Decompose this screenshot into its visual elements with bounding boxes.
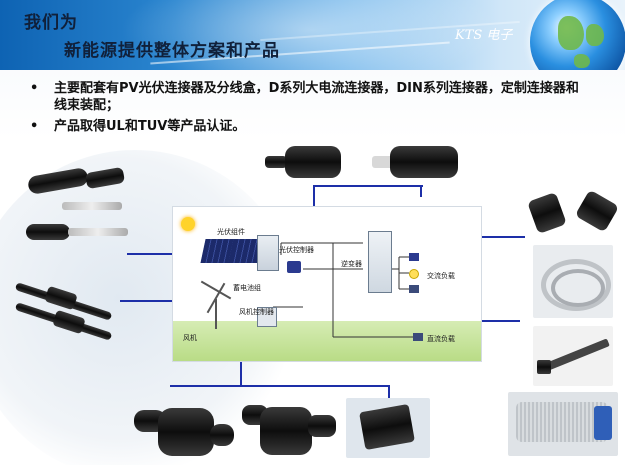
sun-icon	[181, 217, 195, 231]
label-inverter: 逆变器	[341, 260, 362, 268]
diagram-wiring	[235, 242, 413, 338]
connector-body	[574, 189, 620, 233]
callout-line	[420, 185, 422, 197]
connector-photo-left-2	[22, 196, 130, 216]
title-line-2: 新能源提供整体方案和产品	[64, 41, 280, 61]
connector-photo-right-1	[527, 189, 620, 235]
globe-icon	[530, 0, 625, 70]
connector-body	[265, 156, 287, 168]
cable-photo-harness	[508, 392, 618, 456]
wind-turbine-icon	[215, 299, 217, 329]
globe-land	[558, 16, 584, 50]
brand-label: KTS 电子	[455, 28, 513, 43]
bullet-text: 产品取得UL和TUV等产品认证。	[54, 119, 246, 134]
connector-pin	[68, 228, 128, 236]
callout-line	[480, 236, 525, 238]
callout-line	[313, 185, 315, 207]
label-battery: 蓄电池组	[233, 284, 261, 292]
connector-body	[26, 166, 90, 196]
junction-box-photo	[346, 398, 430, 458]
connector-photo-bottom-1	[134, 404, 234, 460]
cable	[541, 259, 611, 311]
bullet-item: • 产品取得UL和TUV等产品认证。	[24, 118, 584, 135]
bullet-marker: •	[30, 119, 39, 134]
bullet-list: • 主要配套有PV光伏连接器及分线盒，D系列大电流连接器，DIN系列连接器，定制…	[24, 80, 584, 139]
connector-body	[260, 407, 312, 455]
connector-photo-top-left	[265, 140, 355, 186]
header-banner: 我们为 新能源提供整体方案和产品 KTS 电子	[0, 0, 625, 70]
bullet-text: 主要配套有PV光伏连接器及分线盒，D系列大电流连接器，DIN系列连接器，定制连接…	[54, 81, 579, 113]
cable-photo-grey	[533, 245, 613, 318]
callout-line	[313, 185, 423, 187]
ground	[173, 321, 481, 361]
bullet-marker: •	[30, 81, 39, 96]
flat-cable	[516, 402, 608, 442]
connector-body	[26, 224, 70, 240]
callout-line	[170, 385, 390, 387]
label-pv-module: 光伏组件	[217, 228, 245, 236]
connector-photo-top-right	[372, 140, 467, 186]
connector-body	[594, 406, 612, 440]
connector-photo-left-3	[20, 216, 130, 246]
connector-body	[527, 191, 567, 235]
connector-body	[158, 408, 214, 456]
callout-line	[240, 357, 242, 387]
tv-icon	[409, 253, 419, 261]
junction-box	[359, 403, 415, 451]
cable-photo-ribbon	[533, 326, 613, 386]
lamp-icon	[409, 269, 419, 279]
callout-line	[388, 385, 390, 399]
cable	[551, 269, 605, 307]
connector-body	[210, 424, 234, 446]
connector-photo-bottom-2	[242, 403, 338, 459]
label-dc-load: 直流负载	[427, 335, 455, 343]
inverter-icon	[368, 231, 392, 293]
connector-body	[52, 309, 86, 335]
connector-body	[308, 415, 336, 437]
dc-load-icon	[413, 333, 423, 341]
label-wind-turbine: 风机	[183, 334, 197, 342]
connector-body	[44, 285, 78, 311]
connector-body	[285, 146, 341, 178]
connector-photo-left-1	[20, 166, 128, 196]
header-glow	[120, 0, 500, 70]
connector-body	[537, 360, 551, 374]
label-pv-controller: 光伏控制器	[279, 246, 314, 254]
callout-line	[120, 300, 180, 302]
label-ac-load: 交流负载	[427, 272, 455, 280]
connector-body	[390, 146, 458, 178]
globe-land	[586, 24, 604, 46]
bullet-item: • 主要配套有PV光伏连接器及分线盒，D系列大电流连接器，DIN系列连接器，定制…	[24, 80, 584, 114]
connector-pin	[62, 202, 122, 210]
wind-controller-icon	[257, 307, 277, 327]
battery-icon	[287, 261, 301, 273]
appliance-icon	[409, 285, 419, 293]
callout-line	[127, 253, 173, 255]
connector-photo-cable	[8, 274, 120, 348]
pv-controller-icon	[257, 235, 279, 271]
system-diagram: 光伏组件 光伏控制器 蓄电池组 风机控制器 风机 逆变器 交流负载 直流负载	[172, 206, 482, 362]
title-line-1: 我们为	[24, 13, 78, 33]
connector-pin	[372, 156, 394, 168]
connector-body	[84, 166, 126, 190]
callout-line	[480, 320, 520, 322]
label-wind-controller: 风机控制器	[239, 308, 274, 316]
globe-land	[574, 54, 590, 68]
